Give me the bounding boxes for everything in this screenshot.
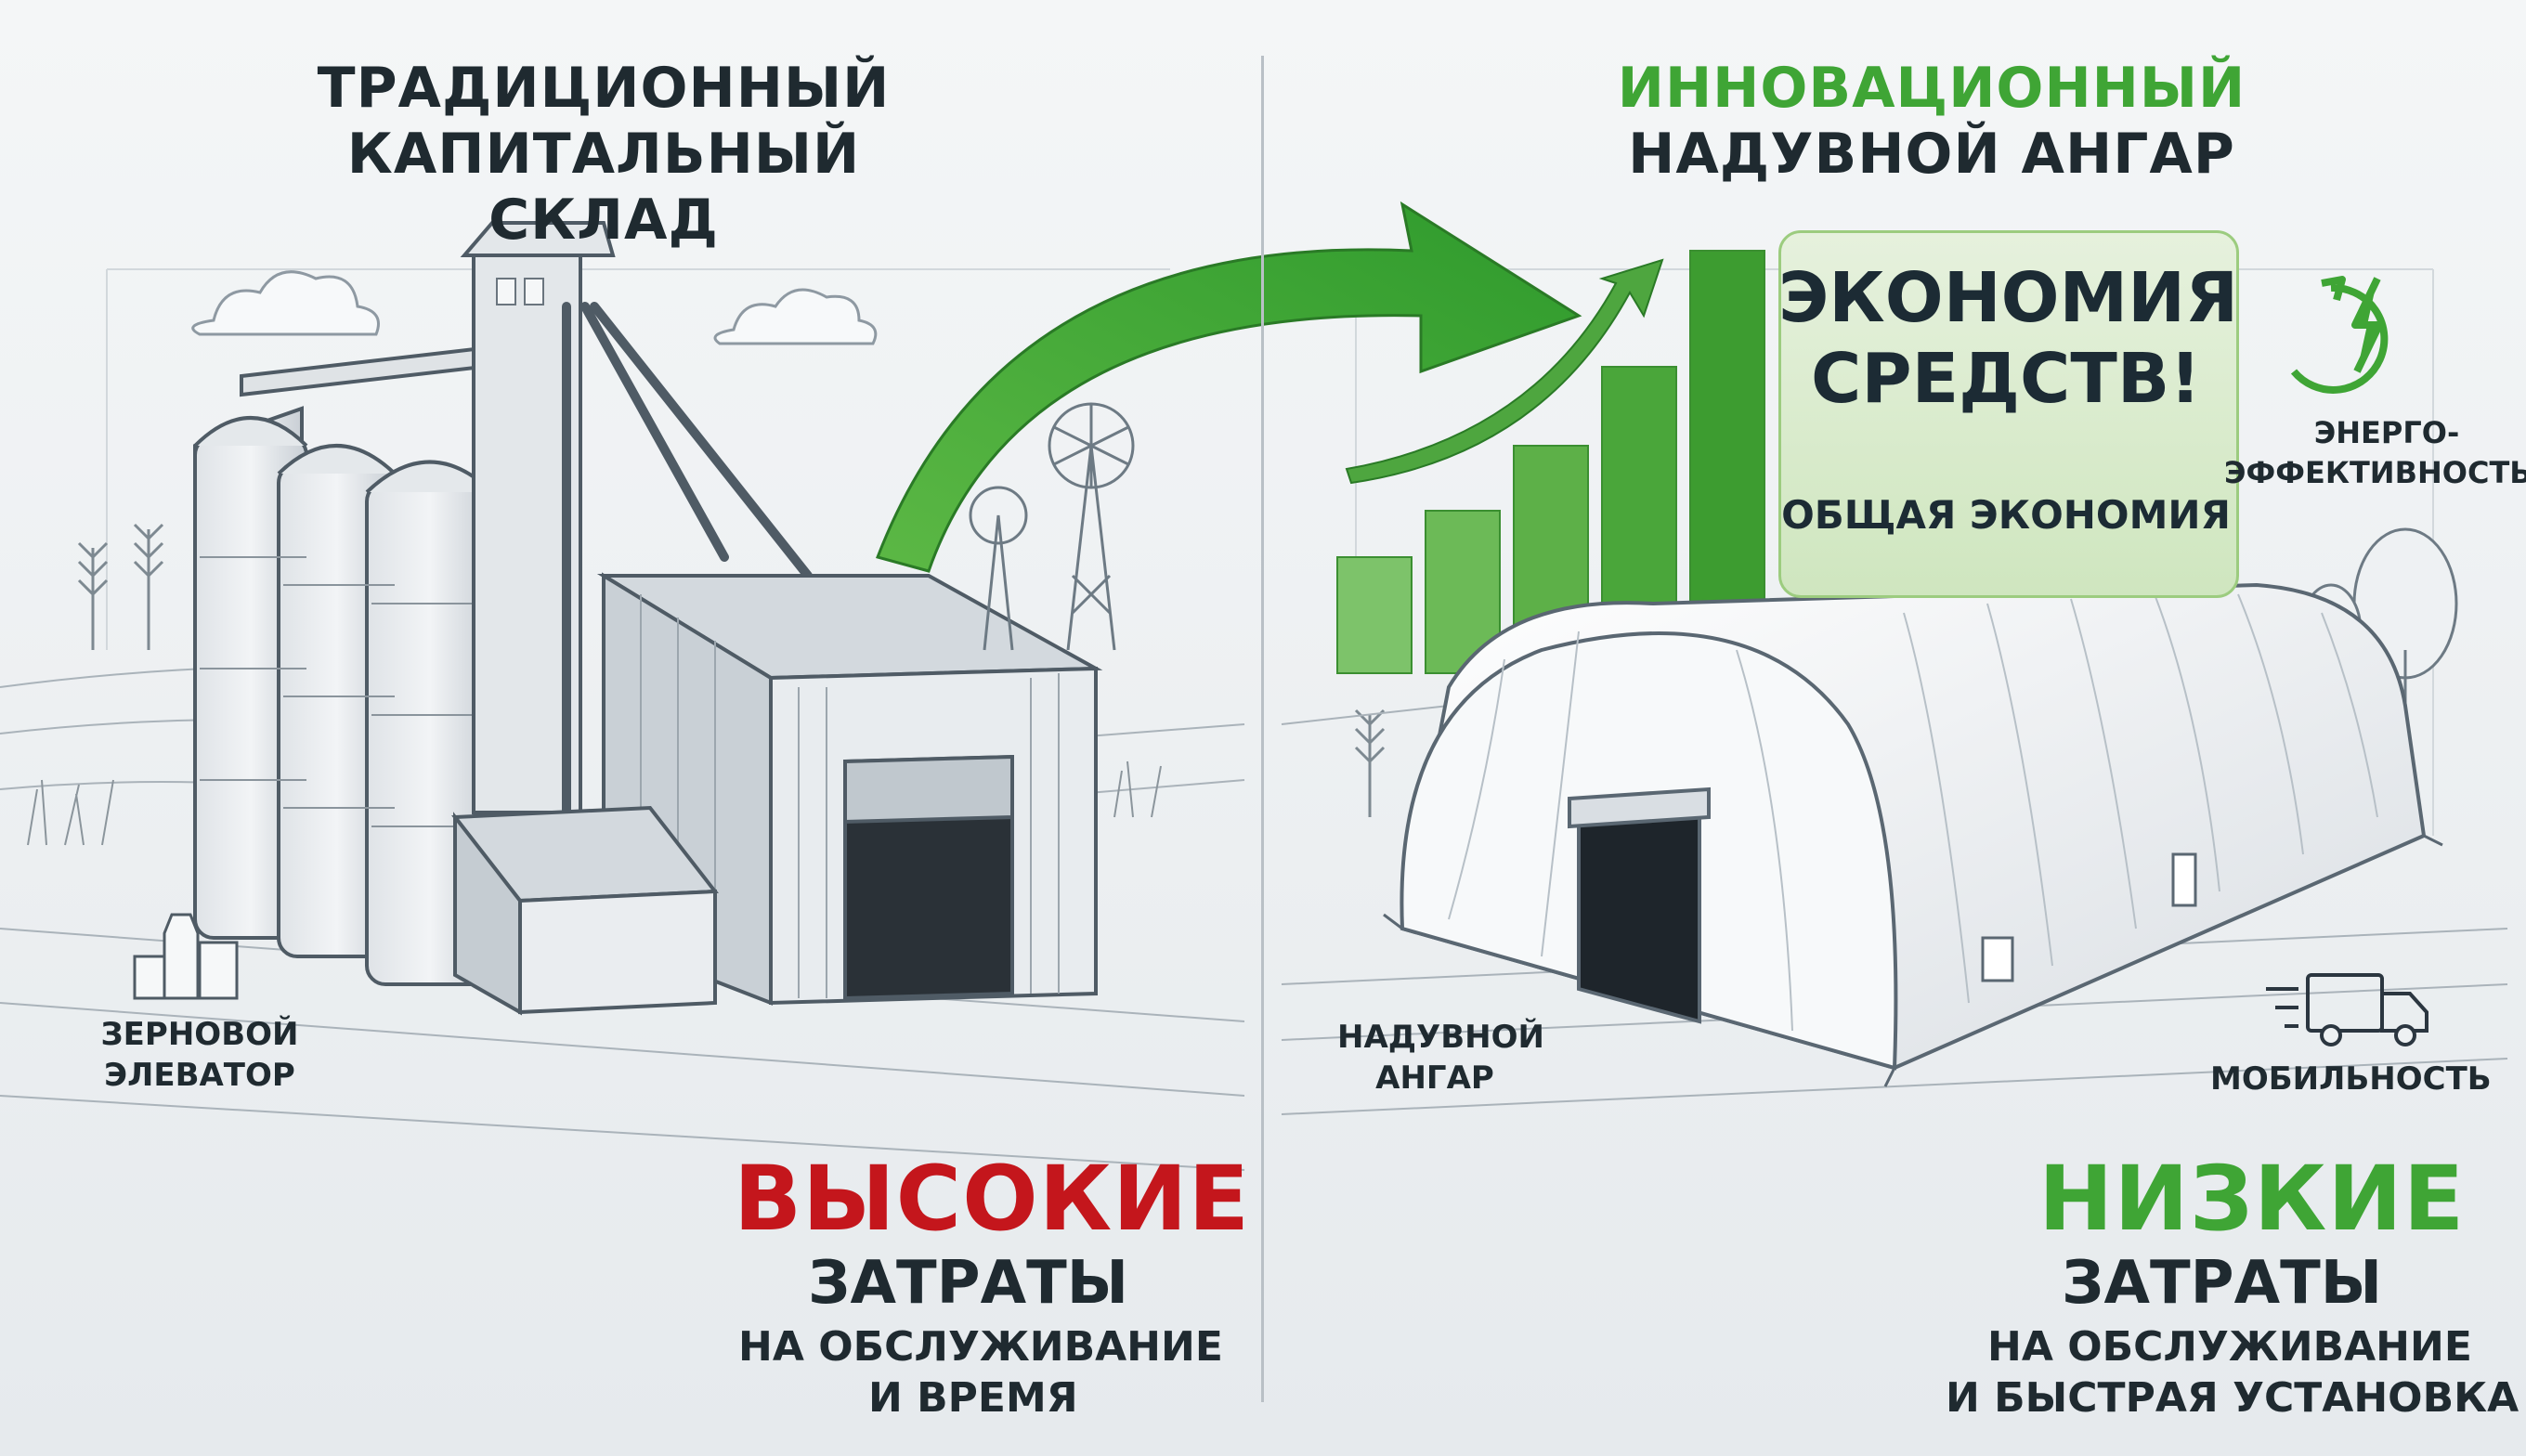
- left-cost-word: ВЫСОКИЕ: [734, 1147, 1251, 1251]
- savings-title: ЭКОНОМИЯ СРЕДСТВ!: [1778, 258, 2239, 421]
- left-title: ТРАДИЦИОННЫЙ КАПИТАЛЬНЫЙ СКЛАД: [232, 56, 975, 253]
- inflatable-hangar-illustration: [1400, 582, 2427, 1071]
- right-title-line2: НАДУВНОЙ АНГАР: [1628, 121, 2235, 187]
- savings-title-line1: ЭКОНОМИЯ: [1778, 258, 2239, 338]
- left-title-line1: ТРАДИЦИОННЫЙ: [317, 56, 891, 121]
- wheat-icon: [77, 523, 164, 650]
- delivery-truck-icon: [2266, 973, 2428, 1046]
- energy-efficiency-icon: [2290, 276, 2389, 394]
- hangar-label-line1: НАДУВНОЙ: [1337, 1019, 1544, 1056]
- hangar-label-line2: АНГАР: [1375, 1060, 1494, 1098]
- energy-label-line2: ЭФФЕКТИВНОСТЬ: [2224, 455, 2526, 491]
- windmill-icon: [969, 402, 1135, 651]
- grain-elevator-icon: [133, 913, 239, 1000]
- right-title-line1: ИННОВАЦИОННЫЙ: [1617, 56, 2246, 121]
- savings-box: [1778, 230, 2239, 598]
- cloud-icon: [191, 270, 878, 345]
- left-title-line2: КАПИТАЛЬНЫЙ СКЛАД: [346, 121, 861, 253]
- right-cost-word: НИЗКИЕ: [2038, 1147, 2466, 1251]
- left-detail-line2: И ВРЕМЯ: [868, 1374, 1078, 1422]
- right-detail-line1: НА ОБСЛУЖИВАНИЕ: [1987, 1323, 2472, 1371]
- savings-title-line2: СРЕДСТВ!: [1811, 339, 2201, 420]
- grain-elevator-label-line2: ЭЛЕВАТОР: [104, 1057, 295, 1095]
- grain-elevator-label-line1: ЗЕРНОВОЙ: [100, 1016, 299, 1053]
- growth-arrow-icon: [876, 201, 1582, 573]
- right-costs-label: ЗАТРАТЫ: [2062, 1249, 2383, 1318]
- left-detail-line1: НА ОБСЛУЖИВАНИЕ: [738, 1323, 1223, 1371]
- savings-subtitle: ОБЩАЯ ЭКОНОМИЯ: [1781, 492, 2231, 538]
- mobility-label: МОБИЛЬНОСТЬ: [2210, 1060, 2492, 1098]
- grain-elevator-label: ЗЕРНОВОЙ ЭЛЕВАТОР: [84, 1014, 316, 1096]
- panel-divider: [1261, 56, 1264, 1402]
- energy-label-line1: ЭНЕРГО-: [2313, 415, 2460, 450]
- left-costs-label: ЗАТРАТЫ: [808, 1249, 1129, 1318]
- energy-efficiency-label: ЭНЕРГО- ЭФФЕКТИВНОСТЬ: [2224, 413, 2526, 493]
- hangar-label: НАДУВНОЙ АНГАР: [1337, 1017, 1544, 1098]
- right-detail-line2: И БЫСТРАЯ УСТАНОВКА: [1946, 1374, 2519, 1422]
- right-title: ИННОВАЦИОННЫЙ НАДУВНОЙ АНГАР: [1579, 56, 2285, 188]
